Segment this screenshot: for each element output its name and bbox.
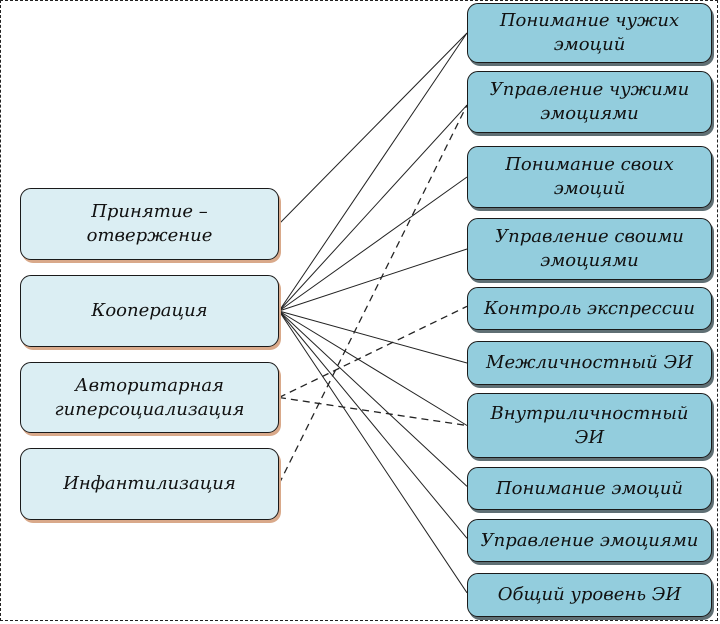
node-managing-own-emotions: Управление своими эмоциями xyxy=(467,218,712,280)
node-intrapersonal-ei: Внутриличностный ЭИ xyxy=(467,393,712,458)
node-label: Кооперация xyxy=(91,300,208,321)
node-understanding-own-emotions: Понимание своих эмоций xyxy=(467,146,712,208)
node-label: Принятие – отвержение xyxy=(86,201,213,246)
node-understanding-emotions: Понимание эмоций xyxy=(467,467,712,510)
node-interpersonal-ei: Межличностный ЭИ xyxy=(467,341,712,385)
node-label: Управление своими эмоциями xyxy=(495,226,684,271)
node-authoritarian-hypersocialization: Авторитарная гиперсоциализация xyxy=(20,362,279,433)
connector-L2-R1 xyxy=(278,32,468,312)
node-label: Управление эмоциями xyxy=(480,529,699,551)
node-label: Управление чужими эмоциями xyxy=(489,79,690,124)
node-label: Межличностный ЭИ xyxy=(486,352,693,373)
connector-L2-R2 xyxy=(278,104,468,312)
connector-L2-R7 xyxy=(278,310,468,426)
node-label: Общий уровень ЭИ xyxy=(497,584,682,605)
node-label: Инфантилизация xyxy=(63,473,236,494)
node-overall-ei-level: Общий уровень ЭИ xyxy=(467,573,712,617)
connector-L3-R7 xyxy=(278,396,468,427)
node-label: Понимание эмоций xyxy=(495,477,684,499)
node-understanding-others-emotions: Понимание чужих эмоций xyxy=(467,3,712,63)
node-label: Авторитарная гиперсоциализация xyxy=(54,374,245,420)
node-label: Внутриличностный ЭИ xyxy=(490,402,689,448)
node-acceptance-rejection: Принятие – отвержение xyxy=(20,188,279,260)
connector-L1-R1 xyxy=(278,32,468,225)
connector-L2-R4 xyxy=(278,248,468,312)
node-expression-control: Контроль экспрессии xyxy=(467,287,712,330)
node-managing-others-emotions: Управление чужими эмоциями xyxy=(467,71,712,133)
connector-L2-R6 xyxy=(278,310,468,364)
connector-L2-R8 xyxy=(278,310,468,487)
connector-L2-R9 xyxy=(278,310,468,539)
connector-L2-R3 xyxy=(278,176,468,312)
connector-L4-R2 xyxy=(278,104,468,485)
node-cooperation: Кооперация xyxy=(20,275,279,347)
node-infantilization: Инфантилизация xyxy=(20,448,279,520)
node-label: Понимание чужих эмоций xyxy=(499,10,680,55)
node-managing-emotions: Управление эмоциями xyxy=(467,519,712,562)
node-label: Контроль экспрессии xyxy=(483,297,696,319)
connector-L2-R10 xyxy=(278,310,468,594)
node-label: Понимание своих эмоций xyxy=(505,154,674,199)
connector-L3-R5 xyxy=(278,305,468,399)
